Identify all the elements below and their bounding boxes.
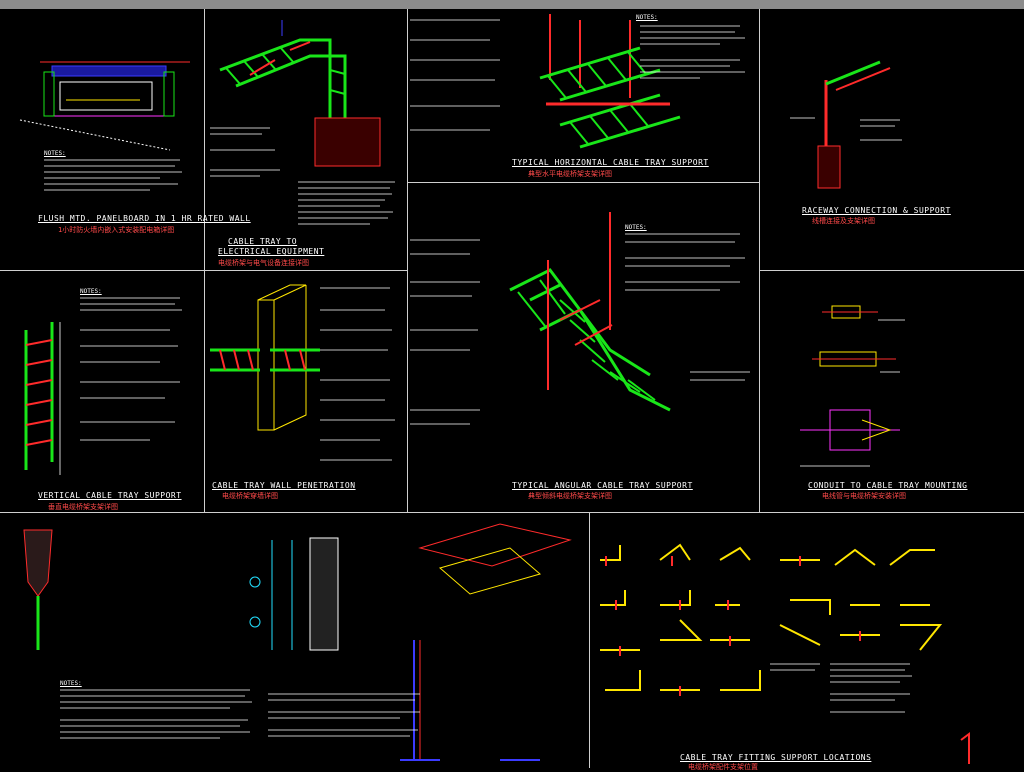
panelboard-drawing <box>19 61 190 151</box>
panel-conduit-mounting <box>760 271 1024 513</box>
panel-horizontal-support <box>408 9 760 183</box>
subtitle-conduit-mounting: 电线管与电缆桥架安装详图 <box>822 492 906 500</box>
subtitle-vertical-support: 垂直电缆桥架支架详图 <box>48 503 118 511</box>
panel-grounding-details <box>0 513 590 768</box>
notes-heading-grounding: NOTES: <box>60 680 82 687</box>
wall-penetration-drawing <box>210 284 395 461</box>
title-vertical-support: VERTICAL CABLE TRAY SUPPORT <box>38 491 182 500</box>
subtitle-raceway-connection: 线槽连接及支架详图 <box>812 217 875 225</box>
fittings-drawing <box>600 543 943 713</box>
panel-flush-panelboard <box>0 9 205 271</box>
notes-heading-flush-panelboard: NOTES: <box>44 150 66 157</box>
tray-equipment-notes <box>210 127 395 225</box>
title-cable-tray-equipment: CABLE TRAY TO <box>228 237 298 246</box>
title-angular-support: TYPICAL ANGULAR CABLE TRAY SUPPORT <box>512 481 693 490</box>
top-toolbar-strip <box>0 0 1024 9</box>
notes-heading-angular-support: NOTES: <box>625 224 647 231</box>
grounding-drawing <box>23 523 572 761</box>
notes-heading-horizontal-support: NOTES: <box>636 14 658 21</box>
conduit-mounting-drawing <box>800 305 905 467</box>
panel-angular-support <box>408 183 760 513</box>
title-flush-panelboard: FLUSH MTD. PANELBOARD IN 1 HR RATED WALL <box>38 214 251 223</box>
subtitle-angular-support: 典型倾斜电缆桥架支架详图 <box>528 492 612 500</box>
title-raceway-connection: RACEWAY CONNECTION & SUPPORT <box>802 206 951 215</box>
subtitle-cable-tray-equipment: 电缆桥架与电气设备连接详图 <box>218 259 309 267</box>
tray-to-equipment-drawing <box>219 20 381 167</box>
panel-raceway-connection <box>760 9 1024 271</box>
panel-wall-penetration <box>205 271 408 513</box>
vertical-tray-drawing <box>24 297 182 475</box>
notes-heading-vertical-support: NOTES: <box>80 288 102 295</box>
title-cable-tray-equipment-2: ELECTRICAL EQUIPMENT <box>218 247 325 256</box>
title-fitting-locations: CABLE TRAY FITTING SUPPORT LOCATIONS <box>680 753 872 762</box>
subtitle-fitting-locations: 电缆桥架配件支架位置 <box>688 763 758 771</box>
subtitle-wall-penetration: 电缆桥架穿墙详图 <box>222 492 278 500</box>
panel-cable-tray-equipment <box>205 9 408 271</box>
subtitle-horizontal-support: 典型水平电缆桥架支架详图 <box>528 170 612 178</box>
panelboard-notes <box>44 159 182 191</box>
horizontal-support-notes <box>410 19 745 131</box>
subtitle-flush-panelboard: 1小时防火墙内嵌入式安装配电箱详图 <box>58 226 175 234</box>
raceway-drawing <box>790 60 902 189</box>
panel-vertical-support <box>0 271 205 513</box>
title-horizontal-support: TYPICAL HORIZONTAL CABLE TRAY SUPPORT <box>512 158 709 167</box>
sheet-marker-icon <box>960 732 970 764</box>
horizontal-tray-drawing <box>539 14 681 149</box>
title-conduit-mounting: CONDUIT TO CABLE TRAY MOUNTING <box>808 481 968 490</box>
title-wall-penetration: CABLE TRAY WALL PENETRATION <box>212 481 356 490</box>
angular-tray-drawing <box>410 212 750 425</box>
